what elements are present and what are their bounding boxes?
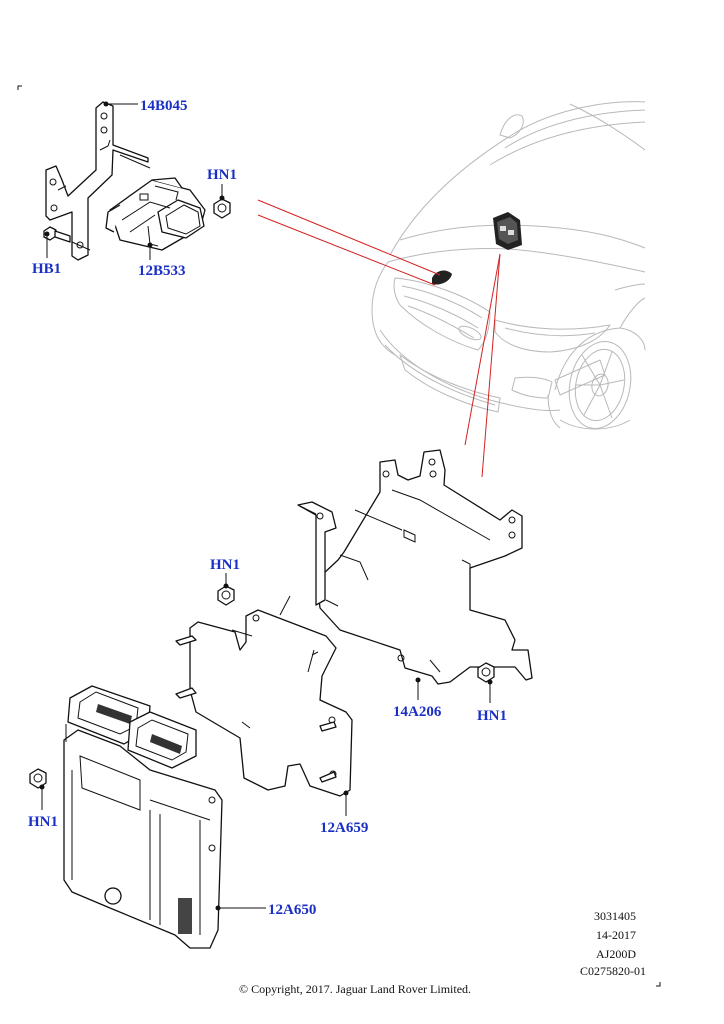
bracket-14b045 [45,101,151,261]
corner-mark-bottom [656,982,661,987]
callout-hn1-left: HN1 [28,814,58,830]
locator-lines [257,199,501,478]
ref-line-1: 3031405 [594,909,636,923]
ref-line-3: AJ200D [596,947,636,961]
nut-hn1-right [477,662,495,683]
callout-14a206: 14A206 [393,704,442,720]
module-12b533 [105,177,206,251]
callout-hn1-upper: HN1 [207,167,237,183]
bracket-12a659 [175,595,353,797]
nut-hn1-left [29,768,47,789]
callout-12a650: 12A650 [268,902,316,918]
callout-12a659: 12A659 [320,820,368,836]
callout-hn1-middle: HN1 [210,557,240,573]
copyright-text: © Copyright, 2017. Jaguar Land Rover Lim… [239,982,471,996]
ref-line-4: C0275820-01 [580,964,646,978]
ecu-12a650 [63,685,223,949]
callout-hb1: HB1 [32,261,61,277]
corner-mark-top [17,85,22,90]
callout-labels: 14B045 12B533 HB1 HN1 HN1 14A206 HN1 12A… [28,98,507,918]
reference-block: 3031405 14-2017 AJ200D C0275820-01 [580,909,646,978]
nut-hn1-upper [213,198,231,219]
nut-hn1-middle [217,585,235,606]
callout-hn1-right: HN1 [477,708,507,724]
bracket-14a206 [297,449,533,685]
vehicle-outline [371,101,646,430]
leaders [39,101,493,911]
vehicle-location-module [493,212,522,250]
ref-line-2: 14-2017 [596,928,636,942]
callout-12b533: 12B533 [138,263,186,279]
callout-14b045: 14B045 [140,98,188,114]
